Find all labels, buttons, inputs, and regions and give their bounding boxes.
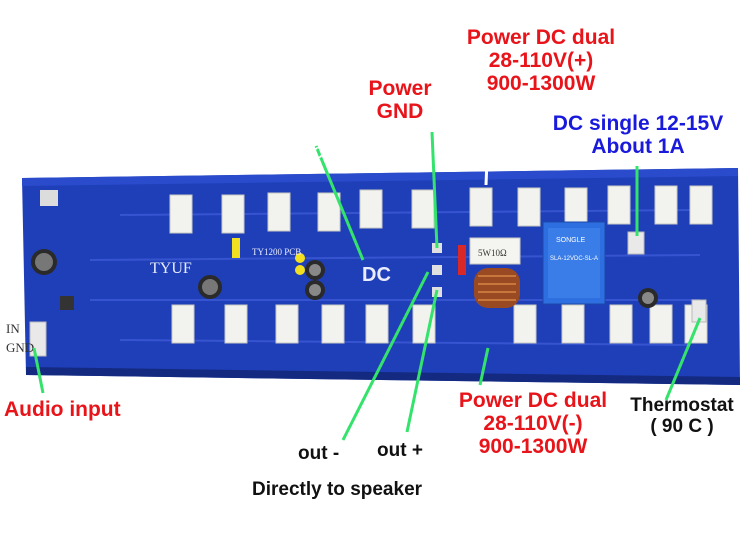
dc-silkscreen: DC [362, 264, 391, 286]
pointer-power-neg [478, 347, 490, 386]
pointer-audio-input [32, 347, 45, 394]
power-gnd-line2: GND [376, 100, 424, 124]
power-dc-dual-positive-line3: 900-1300W [486, 72, 596, 96]
capacitors [31, 249, 658, 308]
directly-to-speaker-label: Directly to speaker [252, 479, 423, 500]
pointer-power-pos [484, 109, 491, 186]
power-resistors-top [169, 185, 713, 234]
in-silkscreen: IN [6, 321, 20, 336]
pointer-out-plus [405, 289, 439, 433]
inductor-code-silkscreen: 5W10Ω [478, 248, 507, 258]
thermostat-label: Thermostat ( 90 C ) [616, 395, 748, 438]
brand-silkscreen: TYUF [150, 260, 192, 277]
pointer-do-not-care [314, 145, 365, 261]
thermostat-line2: ( 90 C ) [650, 415, 714, 437]
out-plus-label: out + [377, 440, 423, 461]
pointer-power-gnd [430, 131, 439, 249]
model-silkscreen: TY1200 PCB [252, 247, 301, 257]
dc-single-line1: DC single 12-15V [552, 112, 724, 135]
power-dc-dual-negative-line1: Power DC dual [458, 389, 608, 412]
power-dc-dual-negative-line3: 900-1300W [478, 435, 588, 459]
audio-input-label: Audio input [4, 398, 121, 421]
thermostat-line1: Thermostat [630, 395, 734, 416]
gnd-silkscreen: GND [6, 340, 34, 355]
do-not-care-label: do not care [252, 141, 353, 163]
power-dc-dual-positive-label: Power DC dual 28-110V(+) 900-1300W [446, 26, 636, 95]
power-gnd-label: Power GND [360, 77, 440, 123]
power-dc-dual-positive-line1: Power DC dual [466, 26, 616, 49]
board-silkscreen: TYUF TY1200 PCB DC IN GND 5W10Ω SONGLE S… [6, 237, 598, 355]
power-dc-dual-positive-line2: 28-110V(+) [488, 49, 594, 73]
relay-model-silkscreen: SLA-12VDC-SL-A [550, 256, 598, 262]
inductor [469, 237, 521, 308]
power-gnd-line1: Power [368, 77, 432, 100]
relay-brand-silkscreen: SONGLE [556, 237, 586, 244]
power-dc-dual-negative-label: Power DC dual 28-110V(-) 900-1300W [438, 389, 628, 458]
pointer-thermostat [664, 317, 702, 401]
out-minus-label: out - [298, 443, 340, 464]
pointer-lines [32, 109, 702, 441]
power-dc-dual-negative-line2: 28-110V(-) [483, 412, 583, 436]
dc-single-label: DC single 12-15V About 1A [538, 112, 738, 158]
dc-single-line2: About 1A [591, 135, 685, 159]
relay [542, 221, 606, 305]
pointer-out-minus [341, 271, 430, 441]
